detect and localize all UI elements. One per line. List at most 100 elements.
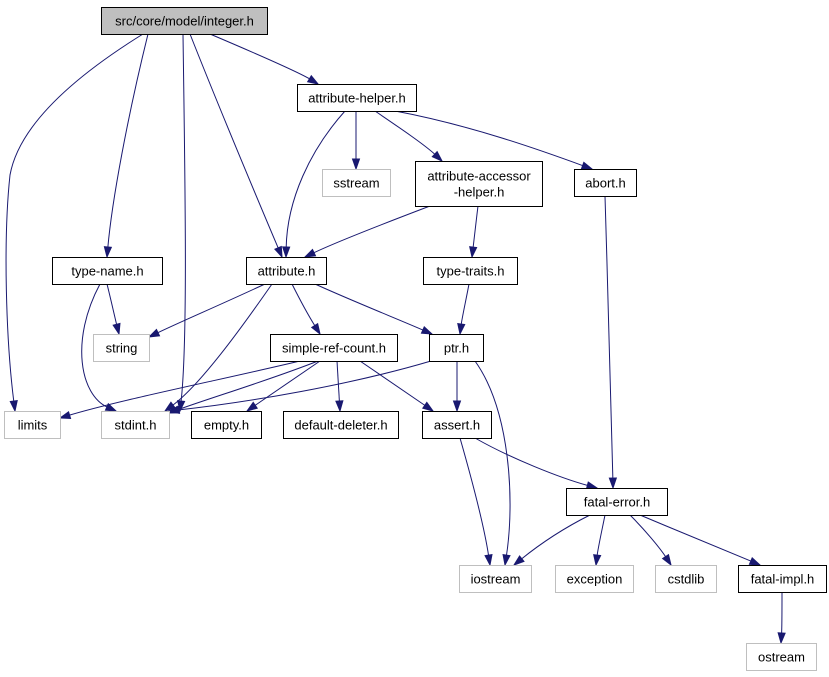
- node-limits: limits: [4, 411, 61, 439]
- node-box: [422, 411, 492, 439]
- edge-line: [520, 514, 591, 560]
- node-box: [738, 565, 827, 593]
- node-box: [101, 7, 268, 35]
- node-label: default-deleter.h: [294, 418, 387, 433]
- node-box: [4, 411, 61, 439]
- node-simple-ref-count-h[interactable]: simple-ref-count.h: [270, 334, 398, 362]
- edge-line: [177, 360, 319, 411]
- arrowhead: [58, 410, 72, 420]
- arrowhead: [777, 632, 786, 645]
- node-exception: exception: [555, 565, 634, 593]
- node-sstream: sstream: [322, 169, 391, 197]
- arrowhead: [608, 477, 618, 490]
- edge-fatal-error-h-to-cstdlib: [629, 514, 672, 567]
- node-assert-h[interactable]: assert.h: [422, 411, 492, 439]
- node-label: stdint.h: [115, 418, 157, 433]
- edge-simple-ref-count-h-to-limits: [58, 360, 301, 420]
- arrowhead: [452, 400, 462, 413]
- node-cstdlib: cstdlib: [655, 565, 717, 593]
- node-attribute-h[interactable]: attribute.h: [246, 257, 327, 285]
- arrowhead: [104, 402, 118, 412]
- arrowhead: [469, 246, 478, 259]
- edge-line: [171, 283, 273, 407]
- node-label: fatal-error.h: [584, 495, 650, 510]
- node-label: ostream: [758, 650, 805, 665]
- edge-simple-ref-count-h-to-stdint-h: [167, 360, 319, 414]
- edge-attribute-h-to-string: [147, 283, 266, 338]
- node-box: [415, 161, 543, 207]
- node-label: attribute.h: [258, 264, 316, 279]
- arrowhead: [303, 248, 317, 258]
- arrowhead: [661, 553, 672, 567]
- arrowhead: [112, 322, 121, 336]
- edge-line: [254, 360, 321, 407]
- edge-attribute-h-to-stdint-h: [163, 283, 273, 412]
- node-label: attribute-helper.h: [308, 91, 406, 106]
- edge-line: [209, 33, 311, 80]
- edge-attribute-accessor-helper-h-to-type-traits-h: [469, 205, 479, 259]
- arrowhead: [585, 481, 599, 490]
- edge-line: [314, 283, 424, 331]
- node-abort-h[interactable]: abort.h: [574, 169, 637, 197]
- edge-ptr-h-to-assert-h: [452, 360, 462, 413]
- node-label: cstdlib: [668, 572, 705, 587]
- edges-layer: [5, 33, 786, 645]
- edge-line: [291, 283, 316, 327]
- arrowhead: [431, 150, 444, 163]
- node-default-deleter-h[interactable]: default-deleter.h: [283, 411, 399, 439]
- node-label: abort.h: [585, 176, 625, 191]
- edge-line: [189, 33, 279, 249]
- arrowhead: [502, 553, 511, 567]
- node-box: [746, 643, 817, 671]
- node-empty-h[interactable]: empty.h: [191, 411, 262, 439]
- node-box: [423, 257, 518, 285]
- edge-line: [460, 283, 470, 326]
- node-integer-h[interactable]: src/core/model/integer.h: [101, 7, 268, 35]
- edge-line: [604, 195, 614, 480]
- node-label: empty.h: [204, 418, 249, 433]
- node-box: [93, 334, 150, 362]
- edge-simple-ref-count-h-to-assert-h: [359, 360, 435, 412]
- arrowhead: [281, 246, 291, 259]
- arrowhead: [306, 74, 320, 85]
- edge-line: [639, 514, 752, 562]
- node-label: ptr.h: [444, 341, 469, 356]
- node-label: attribute-accessor: [427, 169, 531, 184]
- edge-line: [359, 360, 426, 407]
- node-ptr-h[interactable]: ptr.h: [429, 334, 484, 362]
- node-box: [297, 84, 417, 112]
- node-fatal-impl-h[interactable]: fatal-impl.h: [738, 565, 827, 593]
- edge-line: [474, 437, 589, 487]
- edge-attribute-helper-h-to-attribute-h: [281, 110, 346, 259]
- arrowhead: [147, 328, 161, 338]
- edge-line: [596, 514, 606, 557]
- arrowhead: [457, 323, 466, 336]
- node-iostream: iostream: [459, 565, 532, 593]
- node-label: fatal-impl.h: [751, 572, 815, 587]
- node-type-name-h[interactable]: type-name.h: [52, 257, 163, 285]
- node-type-traits-h[interactable]: type-traits.h: [423, 257, 518, 285]
- arrowhead: [310, 322, 321, 336]
- edge-line: [5, 33, 144, 403]
- edge-integer-h-to-attribute-helper-h: [209, 33, 320, 85]
- node-box: [655, 565, 717, 593]
- edge-line: [156, 283, 266, 334]
- node-label: simple-ref-count.h: [282, 341, 386, 356]
- arrowhead: [421, 401, 435, 412]
- node-box: [574, 169, 637, 197]
- node-attribute-accessor-helper-h[interactable]: attribute-accessor-helper.h: [415, 161, 543, 207]
- edge-attribute-h-to-simple-ref-count-h: [291, 283, 321, 336]
- node-box: [429, 334, 484, 362]
- edge-line: [374, 110, 436, 156]
- arrowhead: [593, 554, 602, 567]
- edge-line: [177, 360, 432, 411]
- node-fatal-error-h[interactable]: fatal-error.h: [566, 488, 668, 516]
- edge-line: [285, 110, 346, 249]
- arrowhead: [335, 400, 344, 413]
- node-attribute-helper-h[interactable]: attribute-helper.h: [297, 84, 417, 112]
- edge-fatal-error-h-to-fatal-impl-h: [639, 514, 762, 566]
- edge-line: [394, 110, 584, 167]
- edge-integer-h-to-limits: [5, 33, 144, 413]
- edge-simple-ref-count-h-to-default-deleter-h: [335, 360, 344, 413]
